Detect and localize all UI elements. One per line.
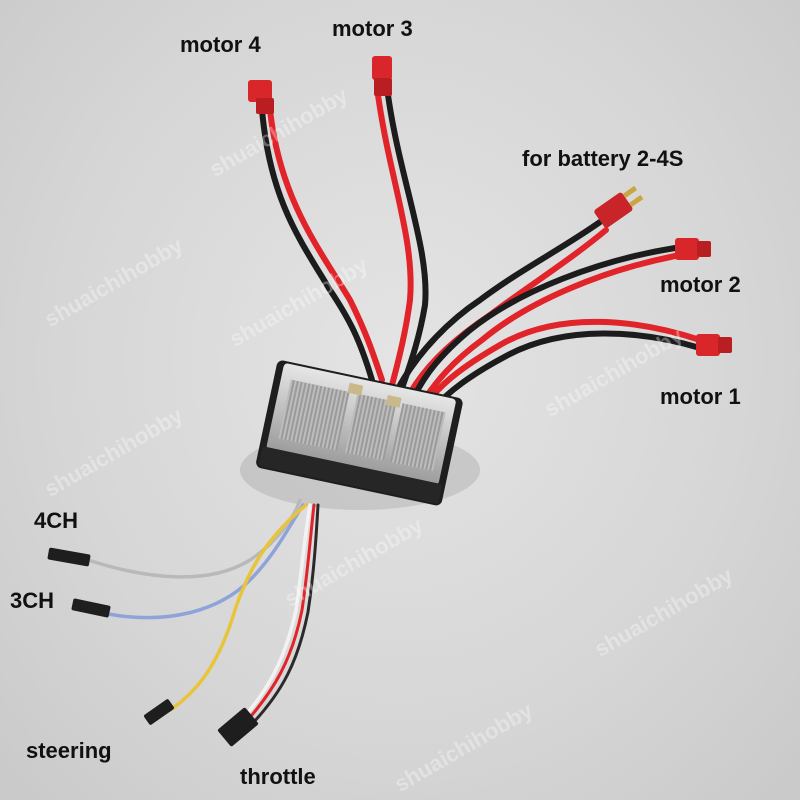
throttle-label: throttle [240, 764, 316, 789]
esc-board [256, 360, 463, 506]
motor-4-wires [259, 107, 385, 383]
steering-label: steering [26, 738, 112, 763]
motor-3-connector [372, 56, 392, 96]
motor-2-label: motor 2 [660, 272, 741, 297]
motor-4-connector [248, 80, 274, 114]
motor-2-wires [412, 245, 678, 403]
signal-connectors [47, 547, 259, 747]
motor-3-label: motor 3 [332, 16, 413, 41]
battery-connector [594, 185, 644, 228]
motor-1-connector [696, 334, 732, 356]
motor-1-label: motor 1 [660, 384, 741, 409]
motor-1-wires [422, 318, 703, 413]
motor-2-connector [675, 238, 711, 260]
3ch-label: 3CH [10, 588, 55, 613]
battery-label: for battery 2-4S [522, 146, 684, 171]
4ch-label: 4CH [34, 508, 79, 533]
motor-4-label: motor 4 [180, 32, 261, 57]
motor-3-wires [375, 92, 429, 391]
signal-wires [86, 498, 320, 726]
